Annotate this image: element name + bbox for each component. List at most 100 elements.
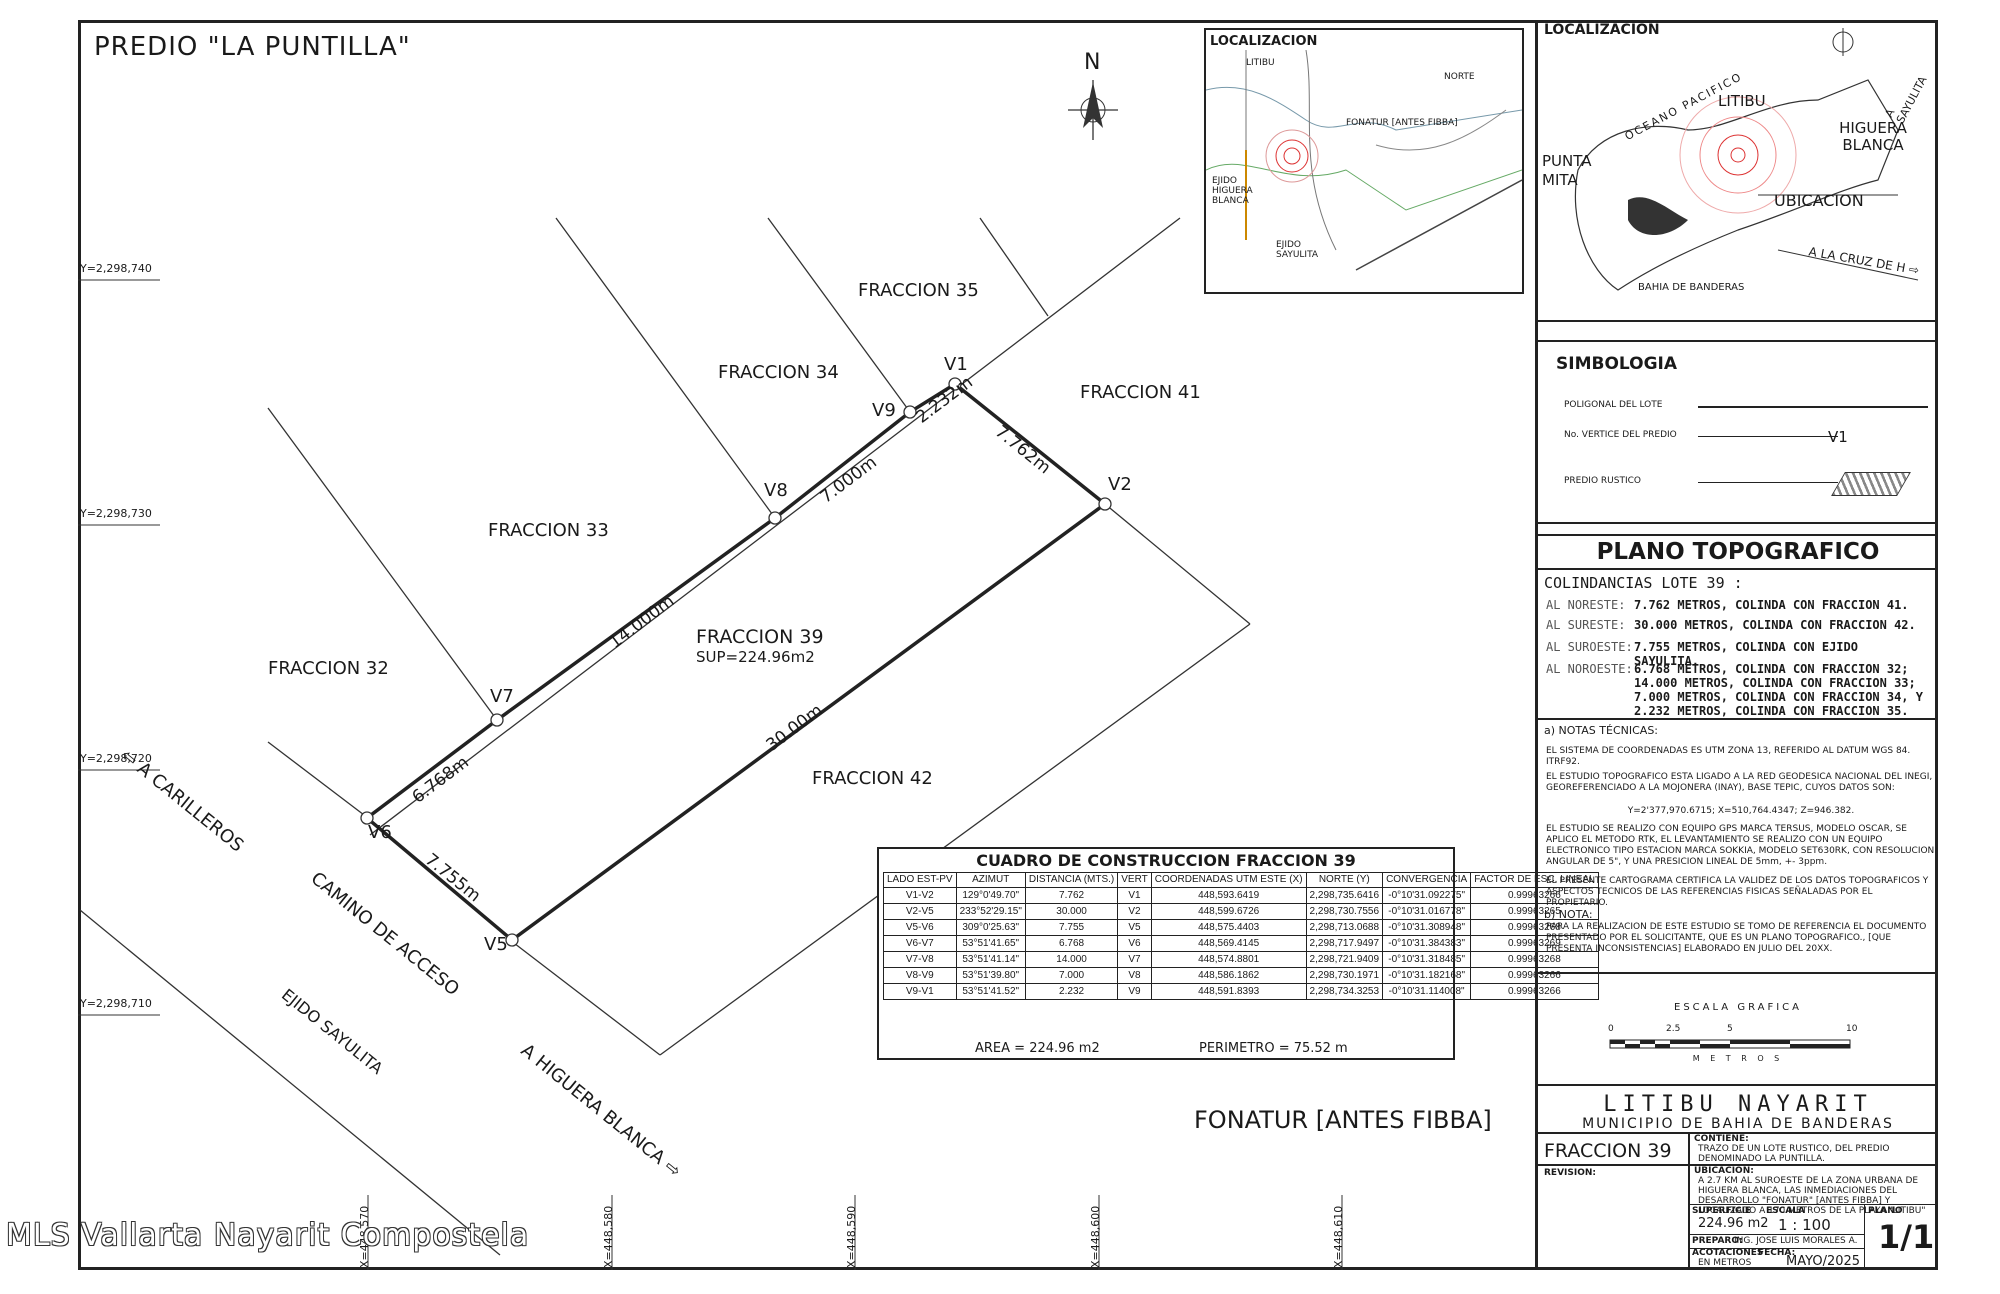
table-cell: V1 <box>1117 887 1152 904</box>
region-map-title: LOCALIZACION <box>1544 22 1660 38</box>
acotaciones-value: EN METROS <box>1698 1258 1752 1268</box>
sheet-frame <box>78 20 1938 1270</box>
table-cell: 7.000 <box>1024 967 1119 984</box>
grid-x-label: X=448,610 <box>1332 1205 1345 1268</box>
construction-table: LADO EST-PV AZIMUT DISTANCIA (MTS.) VERT… <box>883 872 1599 1000</box>
table-cell: V7 <box>1117 951 1152 968</box>
map-label: PUNTA MITA <box>1542 152 1592 189</box>
colindancia-row: AL NORESTE:7.762 METROS, COLINDA CON FRA… <box>1546 598 1909 612</box>
table-header: COORDENADAS UTM ESTE (X) <box>1150 872 1307 888</box>
table-cell: 7.755 <box>1024 919 1119 936</box>
table-cell: 2,298,717.9497 <box>1305 935 1384 952</box>
table-cell: V6-V7 <box>883 935 957 952</box>
legend-item: PREDIO RUSTICO <box>1564 476 1641 486</box>
table-cell: 6.768 <box>1024 935 1119 952</box>
notas-section: a) NOTAS TÉCNICAS: EL SISTEMA DE COORDEN… <box>1538 720 1938 974</box>
table-cell: 0.99963266 <box>1470 983 1599 1000</box>
vertex-label: V1 <box>944 354 968 375</box>
title-divider <box>1688 1234 1864 1235</box>
ubicacion-label: UBICACION: <box>1694 1166 1754 1176</box>
scale-tick: 0 <box>1608 1024 1614 1034</box>
vertex-label: V2 <box>1108 474 1132 495</box>
scale-unit: M E T R O S <box>1692 1054 1784 1063</box>
map-label: NORTE <box>1444 72 1475 82</box>
title-block-panel: LOCALIZACION OCEANO PACIFICO LITIBU HIGU… <box>1535 20 1938 1270</box>
map-label: FONATUR [ANTES FIBBA] <box>1346 118 1458 128</box>
acotaciones-label: ACOTACIONES <box>1692 1248 1764 1258</box>
table-cell: 448,586.1862 <box>1150 967 1307 984</box>
simbologia-title: SIMBOLOGIA <box>1556 354 1678 374</box>
nota-item: Y=2'377,970.6715; X=510,764.4347; Z=946.… <box>1627 806 1855 816</box>
contiene-text: TRAZO DE UN LOTE RUSTICO, DEL PREDIO DEN… <box>1698 1144 1890 1164</box>
table-cell: V9-V1 <box>883 983 957 1000</box>
table-cell: 7.762 <box>1024 887 1119 904</box>
table-cell: V9 <box>1117 983 1152 1000</box>
table-cell: 30.000 <box>1024 903 1119 920</box>
escala-label: ESCALA <box>1766 1206 1805 1216</box>
nota-item: EL SISTEMA DE COORDENADAS ES UTM ZONA 13… <box>1546 746 1911 767</box>
legend-hatch <box>1831 472 1911 496</box>
title-divider <box>1688 1164 1690 1270</box>
vertex-label: V7 <box>490 686 514 707</box>
table-cell: V2 <box>1117 903 1152 920</box>
fraccion-label: FRACCION 33 <box>488 520 609 541</box>
scale-tick: 5 <box>1727 1024 1733 1034</box>
legend-vertex: V1 <box>1828 428 1848 446</box>
fecha-label: FECHA: <box>1758 1248 1796 1258</box>
table-cell: 448,575.4403 <box>1150 919 1307 936</box>
table-header: VERT <box>1117 872 1152 888</box>
table-cell: 448,569.4145 <box>1150 935 1307 952</box>
legend-item: POLIGONAL DEL LOTE <box>1564 400 1663 410</box>
plano-label: PLANO <box>1868 1206 1903 1216</box>
table-cell: -0°10'31.384383" <box>1382 935 1472 952</box>
legend-line <box>1698 482 1838 483</box>
table-cell: 14.000 <box>1024 951 1119 968</box>
map-label: UBICACION <box>1774 191 1864 210</box>
superficie-label: SUPERFICIE <box>1692 1206 1752 1216</box>
map-label: LITIBU <box>1246 58 1275 68</box>
simbologia-section: SIMBOLOGIA POLIGONAL DEL LOTE No. VERTIC… <box>1538 340 1938 524</box>
scale-tick: 2.5 <box>1666 1024 1681 1034</box>
grid-y-label: Y=2,298,730 <box>80 507 152 520</box>
table-cell: 448,599.6726 <box>1150 903 1307 920</box>
table-cell: 129°0'49.70" <box>955 887 1026 904</box>
title-divider <box>1864 1204 1865 1270</box>
fecha-value: MAYO/2025 <box>1786 1254 1861 1269</box>
table-header: CONVERGENCIA <box>1382 872 1472 888</box>
lot-name: FRACCION 39 <box>696 626 824 648</box>
legend-item: No. VERTICE DEL PREDIO <box>1564 430 1677 440</box>
grid-y-label: Y=2,298,740 <box>80 262 152 275</box>
region-map-graphic <box>1574 28 1919 291</box>
table-cell: 448,574.8801 <box>1150 951 1307 968</box>
construction-table-title: CUADRO DE CONSTRUCCION FRACCION 39 <box>976 851 1356 870</box>
escala-grafica-section: ESCALA GRAFICA 0 2.5 5 10 M E T R O S <box>1538 974 1938 1086</box>
table-cell: 53°51'39.80" <box>955 967 1026 984</box>
fraccion-label: FRACCION 32 <box>268 658 389 679</box>
table-cell: -0°10'31.114008" <box>1382 983 1472 1000</box>
fraccion-title: FRACCION 39 <box>1544 1140 1672 1162</box>
ubicacion-text: A 2.7 KM AL SUROESTE DE LA ZONA URBANA D… <box>1698 1176 1926 1216</box>
vertex-label: V9 <box>872 400 896 421</box>
place-name: LITIBU NAYARIT <box>1603 1092 1873 1117</box>
table-cell: V2-V5 <box>883 903 957 920</box>
table-cell: V8 <box>1117 967 1152 984</box>
title-divider <box>1688 1248 1864 1249</box>
colindancias-section: COLINDANCIAS LOTE 39 : AL NORESTE:7.762 … <box>1538 568 1938 720</box>
construction-table-box: CUADRO DE CONSTRUCCION FRACCION 39 LADO … <box>877 847 1599 1060</box>
nota-item: EL ESTUDIO SE REALIZO CON EQUIPO GPS MAR… <box>1546 824 1935 867</box>
plano-title: PLANO TOPOGRAFICO <box>1538 534 1938 570</box>
fraccion-label: FRACCION 34 <box>718 362 839 383</box>
table-cell: -0°10'31.182168" <box>1382 967 1472 984</box>
vertex-label: V8 <box>764 480 788 501</box>
contiene-label: CONTIENE: <box>1694 1134 1749 1144</box>
grid-x-label: X=448,600 <box>1089 1205 1102 1268</box>
legend-line <box>1698 406 1928 408</box>
superficie-value: 224.96 m2 <box>1698 1216 1769 1231</box>
preparo-label: PREPARO: <box>1692 1236 1743 1246</box>
table-cell: V5 <box>1117 919 1152 936</box>
